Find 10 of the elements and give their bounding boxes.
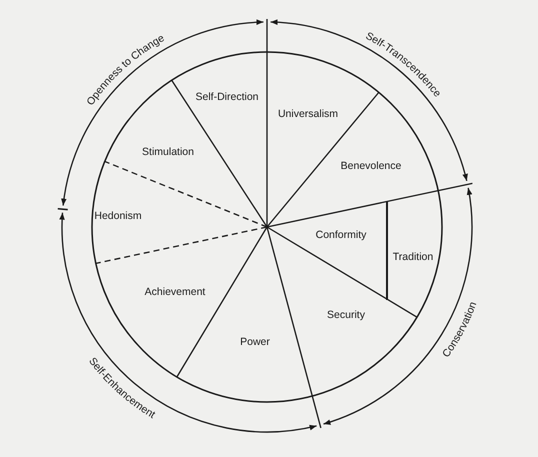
value-label: Conformity (316, 229, 366, 241)
value-label: Benevolence (340, 160, 402, 172)
value-label: Universalism (278, 108, 338, 120)
value-label: Power (240, 336, 270, 348)
value-label: Achievement (144, 286, 206, 298)
value-label: Security (327, 309, 365, 321)
value-label: Self-Direction (195, 91, 259, 103)
value-label: Stimulation (142, 146, 194, 158)
value-label: Tradition (392, 251, 434, 263)
value-label: Hedonism (94, 210, 142, 222)
